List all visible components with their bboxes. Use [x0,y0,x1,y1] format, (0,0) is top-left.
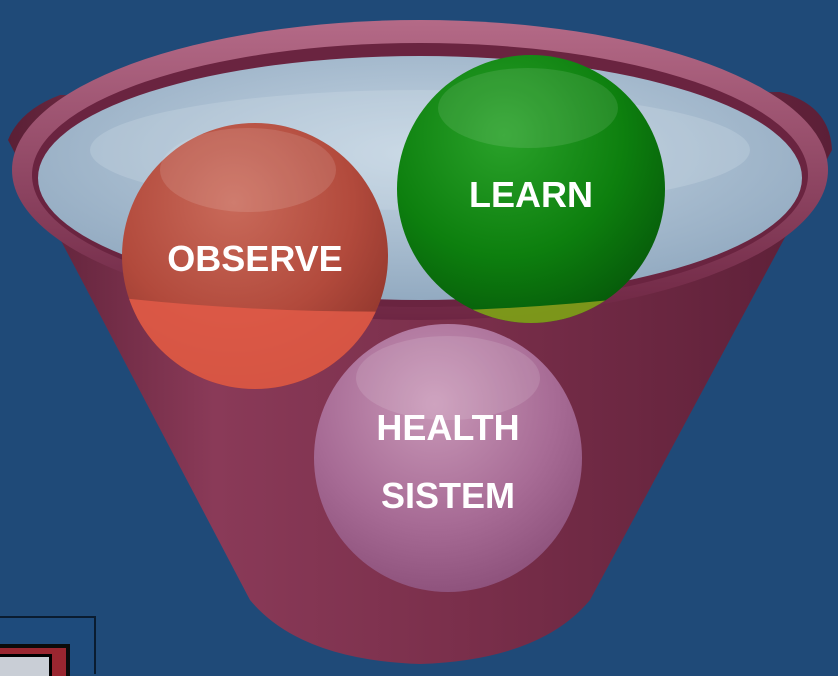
observe-label: OBSERVE [167,238,342,279]
health-label-line1: HEALTH [376,407,519,448]
corner-thumbnail-screen [0,654,52,676]
learn-node [397,55,665,323]
health-label-line2: SISTEM [381,475,515,516]
observe-node [122,123,388,389]
corner-thumbnail [0,616,96,676]
learn-label: LEARN [469,174,593,215]
health-node [314,324,582,592]
